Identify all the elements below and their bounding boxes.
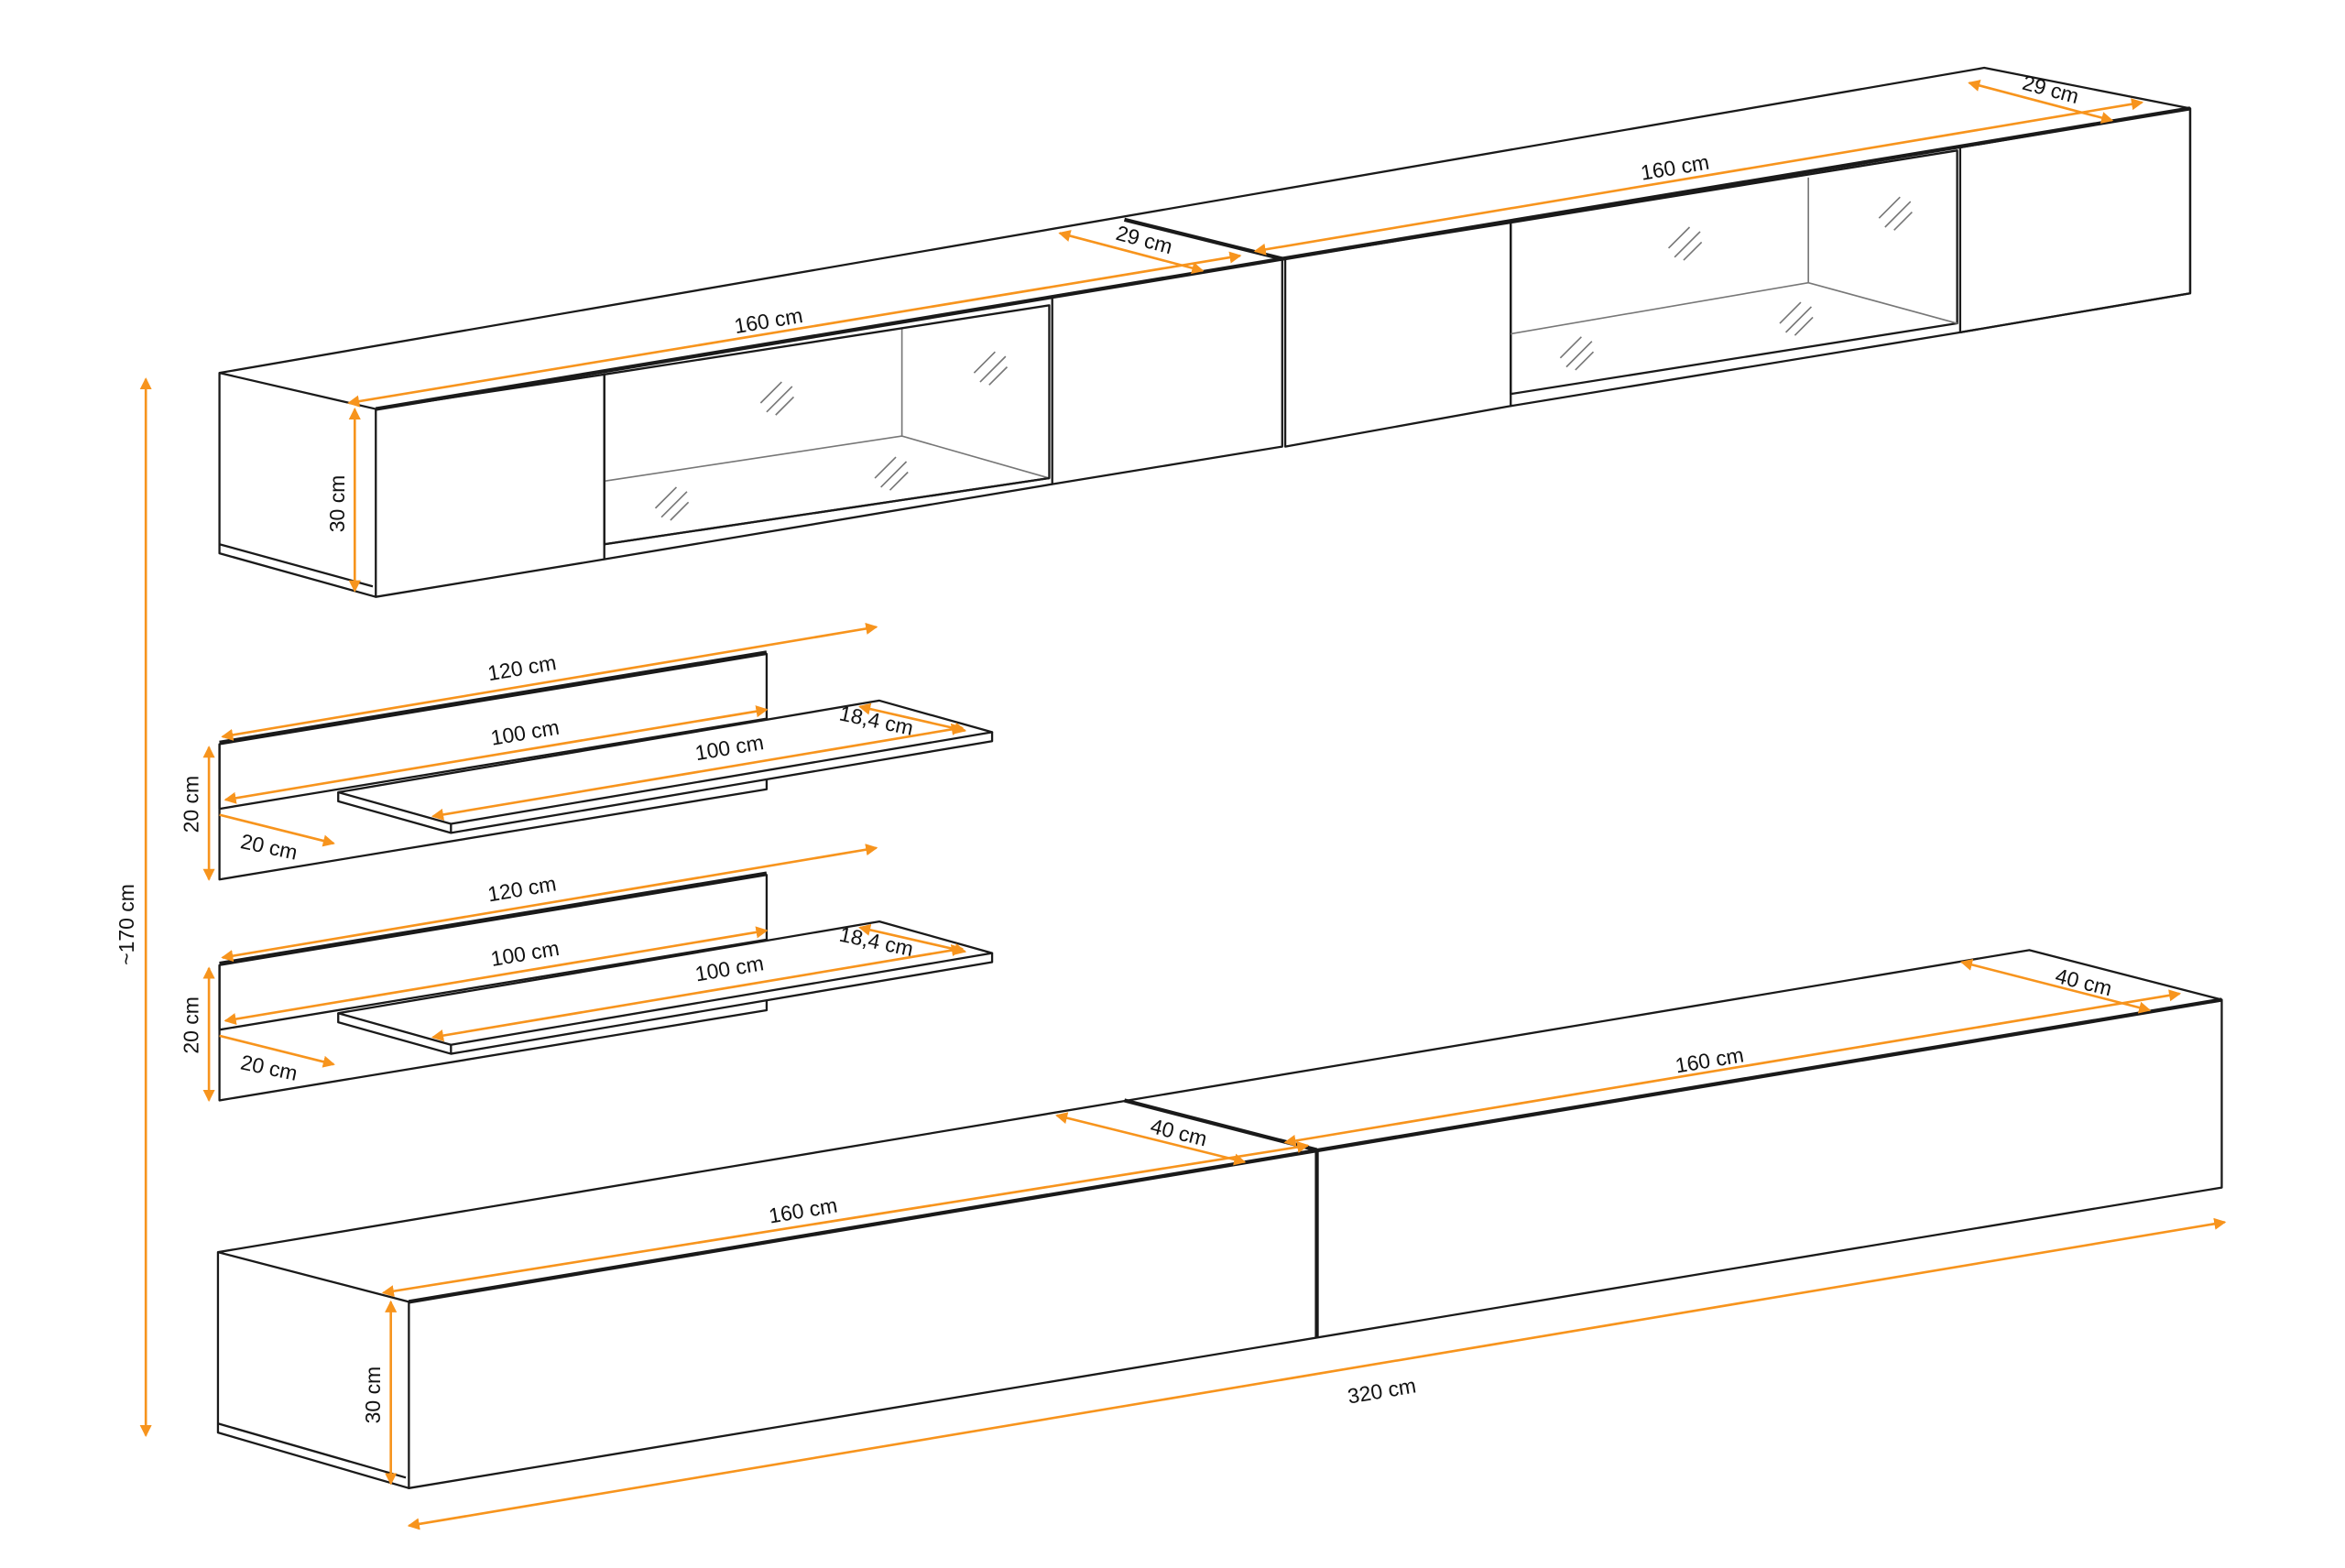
lower-height-label: 30 cm [361, 1367, 385, 1424]
shelf-2-height-label: 20 cm [180, 996, 203, 1054]
upper-cabinet [218, 66, 2192, 598]
lower-cabinet [216, 949, 2223, 1489]
shelf-2-offset-label: 20 cm [238, 1050, 300, 1084]
overall-width-label: 320 cm [1346, 1373, 1418, 1408]
upper-dimensions: 160 cm 29 cm 160 cm 29 cm 30 cm [325, 71, 2144, 593]
shelf-2: 120 cm 100 cm 100 cm 18,4 cm 20 cm 20 cm [180, 844, 994, 1103]
shelf-2-length-label: 100 cm [693, 951, 766, 985]
shelf-1-offset-label: 20 cm [238, 829, 300, 864]
shelf-1-panel-length-label: 120 cm [485, 650, 558, 685]
shelf-1: 120 cm 100 cm 100 cm 18,4 cm 20 cm 20 cm [180, 622, 994, 881]
shelf-2-panel-length-label: 120 cm [485, 871, 558, 906]
overall-height-label: ~170 cm [115, 884, 138, 965]
upper-right-length-label: 160 cm [1639, 150, 1711, 185]
shelf-1-length-label: 100 cm [693, 730, 766, 765]
upper-right-depth-label: 29 cm [2020, 71, 2081, 108]
upper-height-label: 30 cm [325, 475, 349, 533]
shelf-1-height-label: 20 cm [180, 776, 203, 833]
upper-left-depth-label: 29 cm [1114, 221, 1175, 258]
